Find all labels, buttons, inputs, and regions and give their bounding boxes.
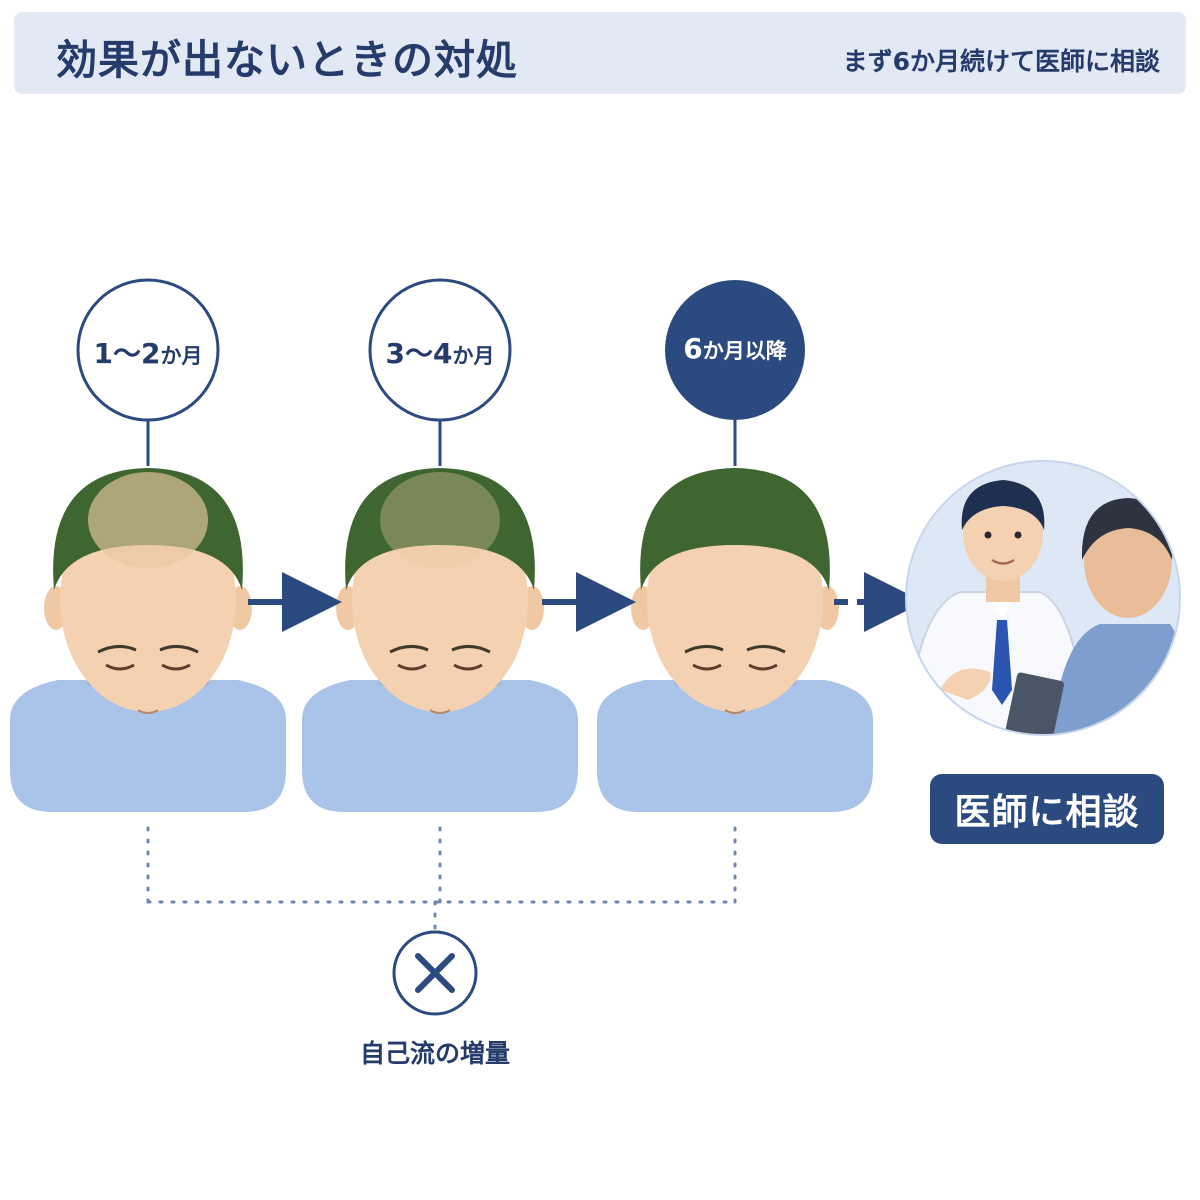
self-increase-label: 自己流の増量 — [359, 1039, 510, 1068]
caution-bracket — [146, 826, 737, 932]
stage-2 — [302, 278, 578, 812]
cross-icon — [392, 930, 478, 1016]
stage-2-label-num: 3〜4 — [385, 337, 453, 370]
stage-3-label-unit: か月以降 — [702, 339, 787, 363]
page-subtitle: まず6か月続けて医師に相談 — [842, 47, 1160, 76]
stage-1-head-illustration — [10, 468, 286, 812]
stage-3-head-illustration — [597, 468, 873, 812]
stage-1-label-unit: か月 — [160, 344, 203, 368]
stage-1-label-num: 1〜2 — [93, 337, 161, 370]
stage-3-badge — [665, 280, 805, 420]
header-banner: 効果が出ないときの対処 まず6か月続けて医師に相談 — [14, 12, 1186, 94]
consult-doctor-label: 医師に相談 — [930, 774, 1164, 844]
page-title: 効果が出ないときの対処 — [56, 36, 518, 84]
stage-3-label: 6か月以降 — [660, 332, 810, 365]
stage-3 — [597, 280, 873, 812]
stage-3-label-num: 6 — [683, 332, 703, 365]
stage-2-label-unit: か月 — [452, 344, 495, 368]
stage-1-label: 1〜2か月 — [73, 332, 223, 372]
stage-2-label: 3〜4か月 — [365, 332, 515, 372]
stage-1-scalp — [88, 472, 208, 568]
stage-2-scalp — [380, 472, 500, 568]
stage-1 — [10, 278, 286, 812]
stage-2-head-illustration — [302, 468, 578, 812]
doctor-consultation-illustration — [905, 460, 1181, 736]
